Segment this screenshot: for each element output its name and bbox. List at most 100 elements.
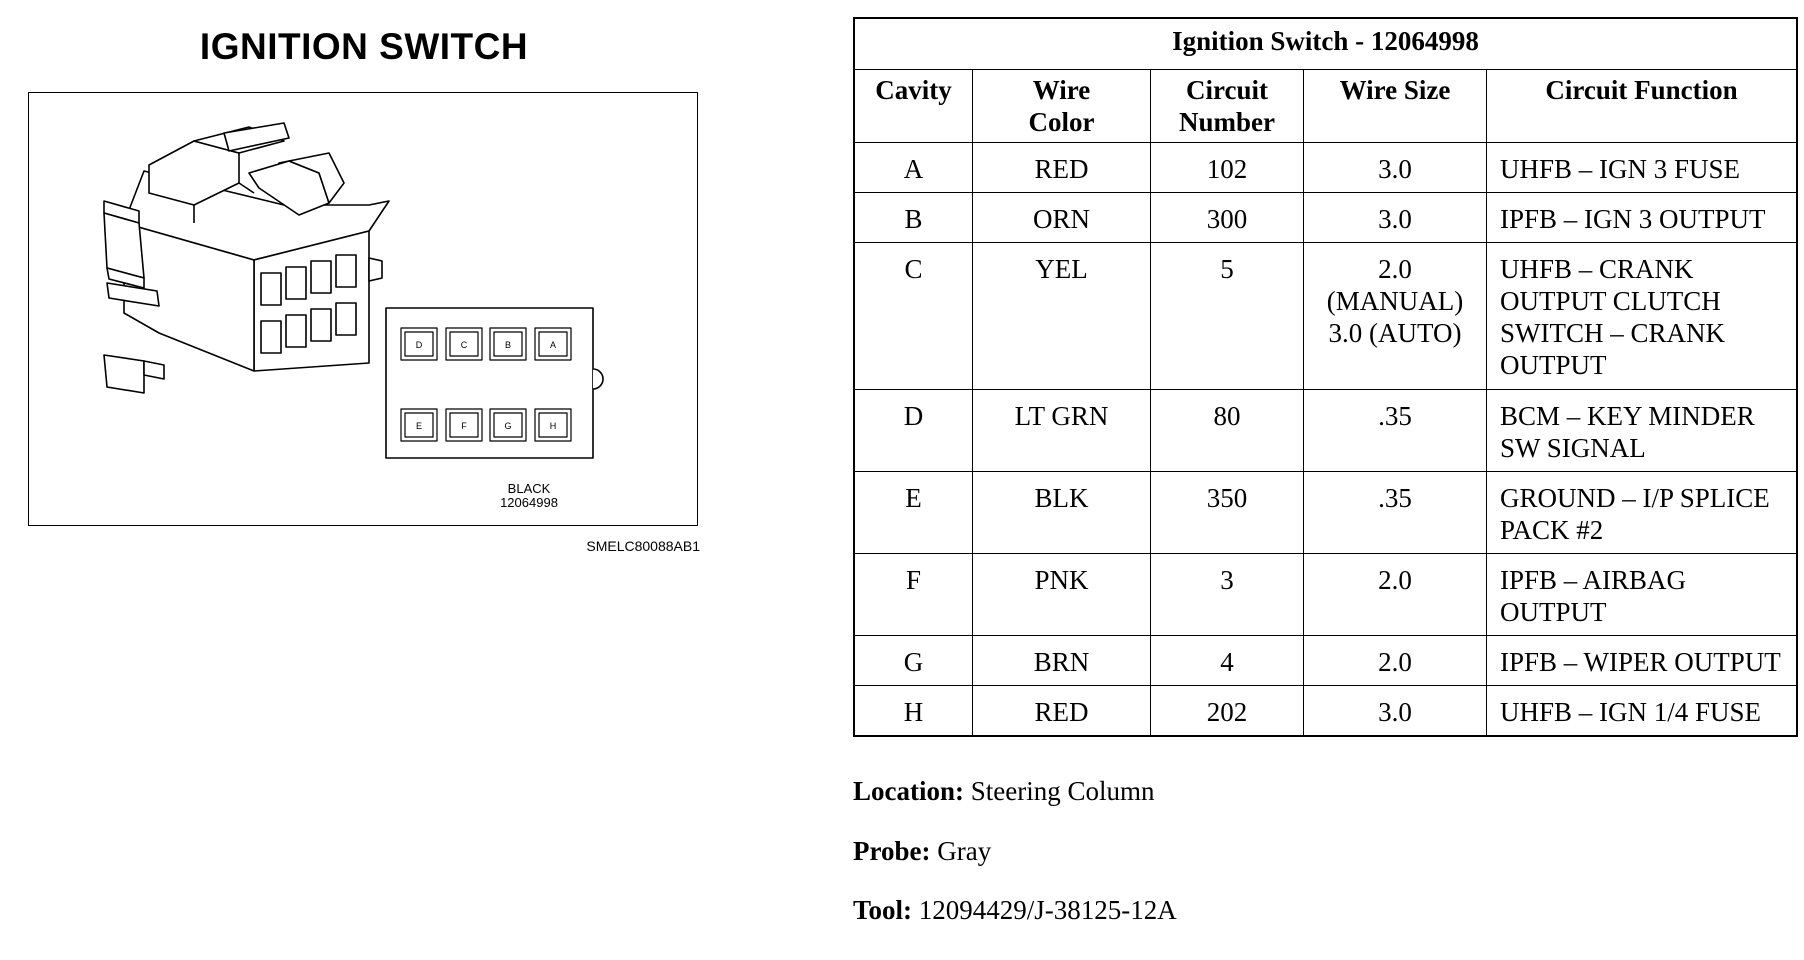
cell-circuit-function: IPFB – WIPER OUTPUT [1486, 635, 1798, 686]
cell-wire-size-line: (MANUAL) [1326, 286, 1464, 316]
cell-circuit-function-line: PACK #2 [1500, 515, 1604, 545]
cell-wire-size-line: 2.0 [1378, 254, 1412, 284]
cell-wire-color: LT GRN [972, 389, 1151, 472]
cavity-label-h: H [550, 421, 557, 431]
cell-circuit-function-line: IPFB – WIPER OUTPUT [1500, 647, 1781, 677]
cell-cavity: F [853, 553, 973, 636]
header-circuit-function: Circuit Function [1486, 69, 1798, 143]
location-label: Location: [853, 776, 964, 806]
cell-wire-size-line: .35 [1378, 401, 1412, 431]
cell-wire-color: ORN [972, 192, 1151, 243]
cell-circuit-number: 300 [1150, 192, 1304, 243]
location-value: Steering Column [970, 776, 1155, 806]
cell-wire-color: BLK [972, 471, 1151, 554]
cell-circuit-function-line: OUTPUT [1500, 350, 1607, 380]
cell-cavity: B [853, 192, 973, 243]
connector-diagram: D C B A E F G H BLACK 12064998 [28, 92, 698, 526]
location-line: Location: Steering Column [853, 776, 1155, 807]
cell-circuit-function-line: OUTPUT CLUTCH [1500, 286, 1721, 316]
cell-circuit-number: 102 [1150, 142, 1304, 193]
cell-wire-color: BRN [972, 635, 1151, 686]
cell-circuit-function-line: IPFB – IGN 3 OUTPUT [1500, 204, 1766, 234]
table-title: Ignition Switch - 12064998 [853, 17, 1798, 70]
cell-wire-size: 3.0 [1303, 142, 1487, 193]
cell-wire-size: 3.0 [1303, 192, 1487, 243]
cell-circuit-number: 350 [1150, 471, 1304, 554]
cavity-label-f: F [461, 421, 467, 431]
cell-wire-size-line: 3.0 [1378, 204, 1412, 234]
connector-part-number: 12064998 [500, 495, 558, 510]
cell-wire-color: RED [972, 685, 1151, 736]
header-wire-size: Wire Size [1303, 69, 1487, 143]
cell-cavity: H [853, 685, 973, 736]
probe-value: Gray [937, 836, 992, 866]
cell-cavity: E [853, 471, 973, 554]
cell-wire-size: .35 [1303, 389, 1487, 472]
cell-circuit-number: 202 [1150, 685, 1304, 736]
cell-wire-color: PNK [972, 553, 1151, 636]
header-cavity: Cavity [853, 69, 973, 143]
cell-wire-size: 2.0 [1303, 553, 1487, 636]
cell-circuit-function-line: IPFB – AIRBAG [1500, 565, 1687, 595]
cell-cavity: G [853, 635, 973, 686]
cell-circuit-function: IPFB – IGN 3 OUTPUT [1486, 192, 1798, 243]
cell-wire-size-line: .35 [1378, 483, 1412, 513]
connector-face-view: D C B A E F G H [385, 307, 604, 459]
cell-circuit-number: 4 [1150, 635, 1304, 686]
cavity-label-e: E [416, 421, 422, 431]
cell-wire-size: 3.0 [1303, 685, 1487, 736]
cell-circuit-function-line: UHFB – IGN 3 FUSE [1500, 154, 1741, 184]
cell-cavity: D [853, 389, 973, 472]
cell-wire-size: .35 [1303, 471, 1487, 554]
cell-wire-color: RED [972, 142, 1151, 193]
diagram-title: IGNITION SWITCH [199, 26, 529, 67]
cavity-label-g: G [504, 421, 511, 431]
probe-label: Probe: [853, 836, 931, 866]
tool-label: Tool: [853, 895, 913, 925]
cavity-label-c: C [461, 340, 468, 350]
cell-wire-size-line: 3.0 (AUTO) [1328, 318, 1462, 348]
cell-wire-size: 2.0(MANUAL)3.0 (AUTO) [1303, 242, 1487, 390]
cell-wire-size-line: 2.0 [1378, 647, 1412, 677]
cavity-label-b: B [505, 340, 511, 350]
cavity-label-a: A [550, 340, 556, 350]
cell-wire-color: YEL [972, 242, 1151, 390]
figure-code: SMELC80088AB1 [586, 538, 700, 554]
cell-circuit-function-line: UHFB – CRANK [1500, 254, 1694, 284]
cell-circuit-number: 5 [1150, 242, 1304, 390]
cell-circuit-number: 80 [1150, 389, 1304, 472]
cell-circuit-function: UHFB – IGN 3 FUSE [1486, 142, 1798, 193]
probe-line: Probe: Gray [853, 836, 991, 867]
tool-value: 12094429/J-38125-12A [918, 895, 1177, 925]
cell-wire-size-line: 3.0 [1378, 697, 1412, 727]
cell-circuit-function-line: SWITCH – CRANK [1500, 318, 1726, 348]
cell-circuit-function-line: UHFB – IGN 1/4 FUSE [1500, 697, 1762, 727]
cell-wire-size-line: 3.0 [1378, 154, 1412, 184]
cell-cavity: C [853, 242, 973, 390]
connector-3d-view [103, 122, 390, 394]
cell-circuit-function-line: SW SIGNAL [1500, 433, 1646, 463]
cell-circuit-function: UHFB – IGN 1/4 FUSE [1486, 685, 1798, 736]
cell-circuit-function-line: GROUND – I/P SPLICE [1500, 483, 1770, 513]
tool-line: Tool: 12094429/J-38125-12A [853, 895, 1177, 926]
cell-circuit-function-line: OUTPUT [1500, 597, 1607, 627]
connector-color-label: BLACK [507, 481, 551, 496]
cell-circuit-function-line: BCM – KEY MINDER [1500, 401, 1755, 431]
